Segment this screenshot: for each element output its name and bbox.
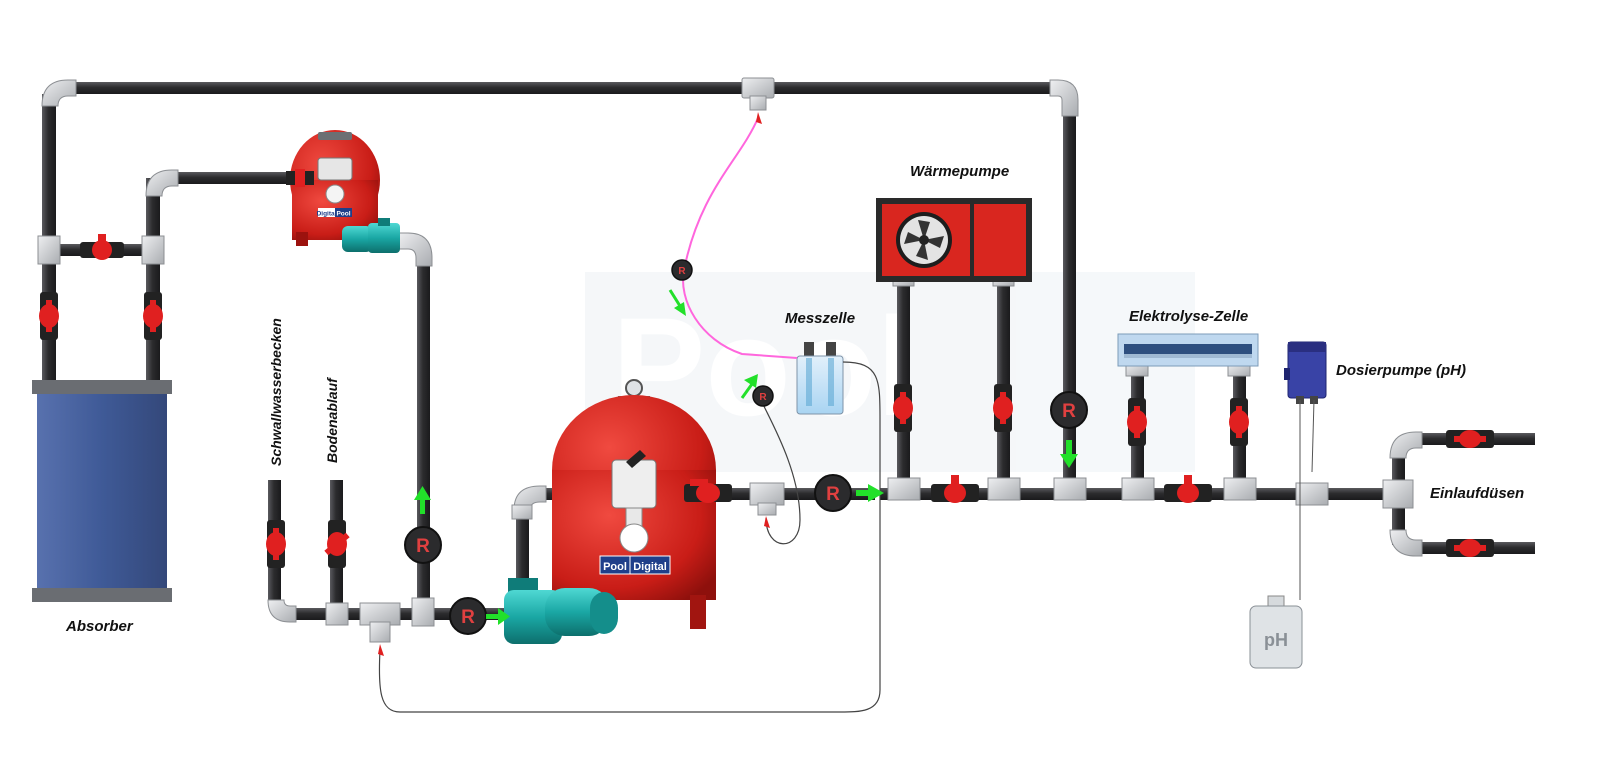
valve <box>1127 398 1147 446</box>
dosing-pump <box>1284 341 1327 404</box>
arrow-up-icon <box>414 486 431 514</box>
check-valve: R <box>752 385 774 407</box>
valve <box>931 475 979 503</box>
main-pump <box>504 578 618 644</box>
ph-canister: pH <box>1249 595 1303 669</box>
check-valve-letter: R <box>1062 401 1076 422</box>
check-valve-letter: R <box>759 392 767 403</box>
absorber-panel <box>32 380 172 602</box>
measuring-cell <box>796 342 844 415</box>
valve <box>266 520 286 568</box>
valve <box>39 292 59 340</box>
electrolysis-cell <box>1117 333 1259 367</box>
check-valve: R <box>671 259 693 281</box>
arrow-up-right-icon <box>740 374 758 399</box>
filter-logo-right: Digital <box>633 561 667 573</box>
valve <box>1446 430 1494 448</box>
check-valve-letter: R <box>461 607 475 628</box>
label-absorber: Absorber <box>66 618 133 635</box>
valve <box>1446 539 1494 557</box>
check-valve-letter: R <box>416 536 430 557</box>
arrow-right-icon <box>856 484 884 502</box>
arrow-right-icon <box>486 608 510 625</box>
valve <box>993 384 1013 432</box>
canister-label: pH <box>1264 630 1288 650</box>
check-valve: R <box>1050 391 1088 429</box>
small-pump <box>342 218 400 253</box>
valve <box>324 520 350 568</box>
check-valve-letter: R <box>678 266 686 277</box>
valve <box>684 479 732 503</box>
label-einlaufduesen: Einlaufdüsen <box>1430 485 1525 502</box>
check-valve: R <box>404 526 442 564</box>
label-messzelle: Messzelle <box>785 310 856 327</box>
valve <box>1164 475 1212 503</box>
small-filter-logo-left: Digital <box>317 211 337 218</box>
check-valves: R R R R R R <box>404 259 1088 635</box>
valve <box>286 169 314 187</box>
label-schwallwasserbecken: Schwallwasserbecken <box>268 318 284 466</box>
arrow-down-icon <box>1060 440 1078 468</box>
label-bodenablauf: Bodenablauf <box>324 378 340 463</box>
valve <box>1229 398 1249 446</box>
valve <box>143 292 163 340</box>
flow-arrows <box>414 289 1078 625</box>
check-valve: R <box>449 597 487 635</box>
arrow-down-right-icon <box>668 289 686 316</box>
valves <box>39 169 1494 568</box>
valve <box>80 234 124 260</box>
filter-logo-left: Pool <box>603 561 627 573</box>
label-waermepumpe: Wärmepumpe <box>910 163 1010 180</box>
sample-taps <box>378 112 770 656</box>
label-elektrolyse-zelle: Elektrolyse-Zelle <box>1129 308 1249 325</box>
heat-pump <box>876 198 1032 282</box>
valve <box>893 384 913 432</box>
label-dosierpumpe: Dosierpumpe (pH) <box>1336 362 1467 379</box>
check-valve: R <box>814 474 852 512</box>
check-valve-letter: R <box>826 484 840 505</box>
small-filter-logo-right: Pool <box>336 211 350 218</box>
